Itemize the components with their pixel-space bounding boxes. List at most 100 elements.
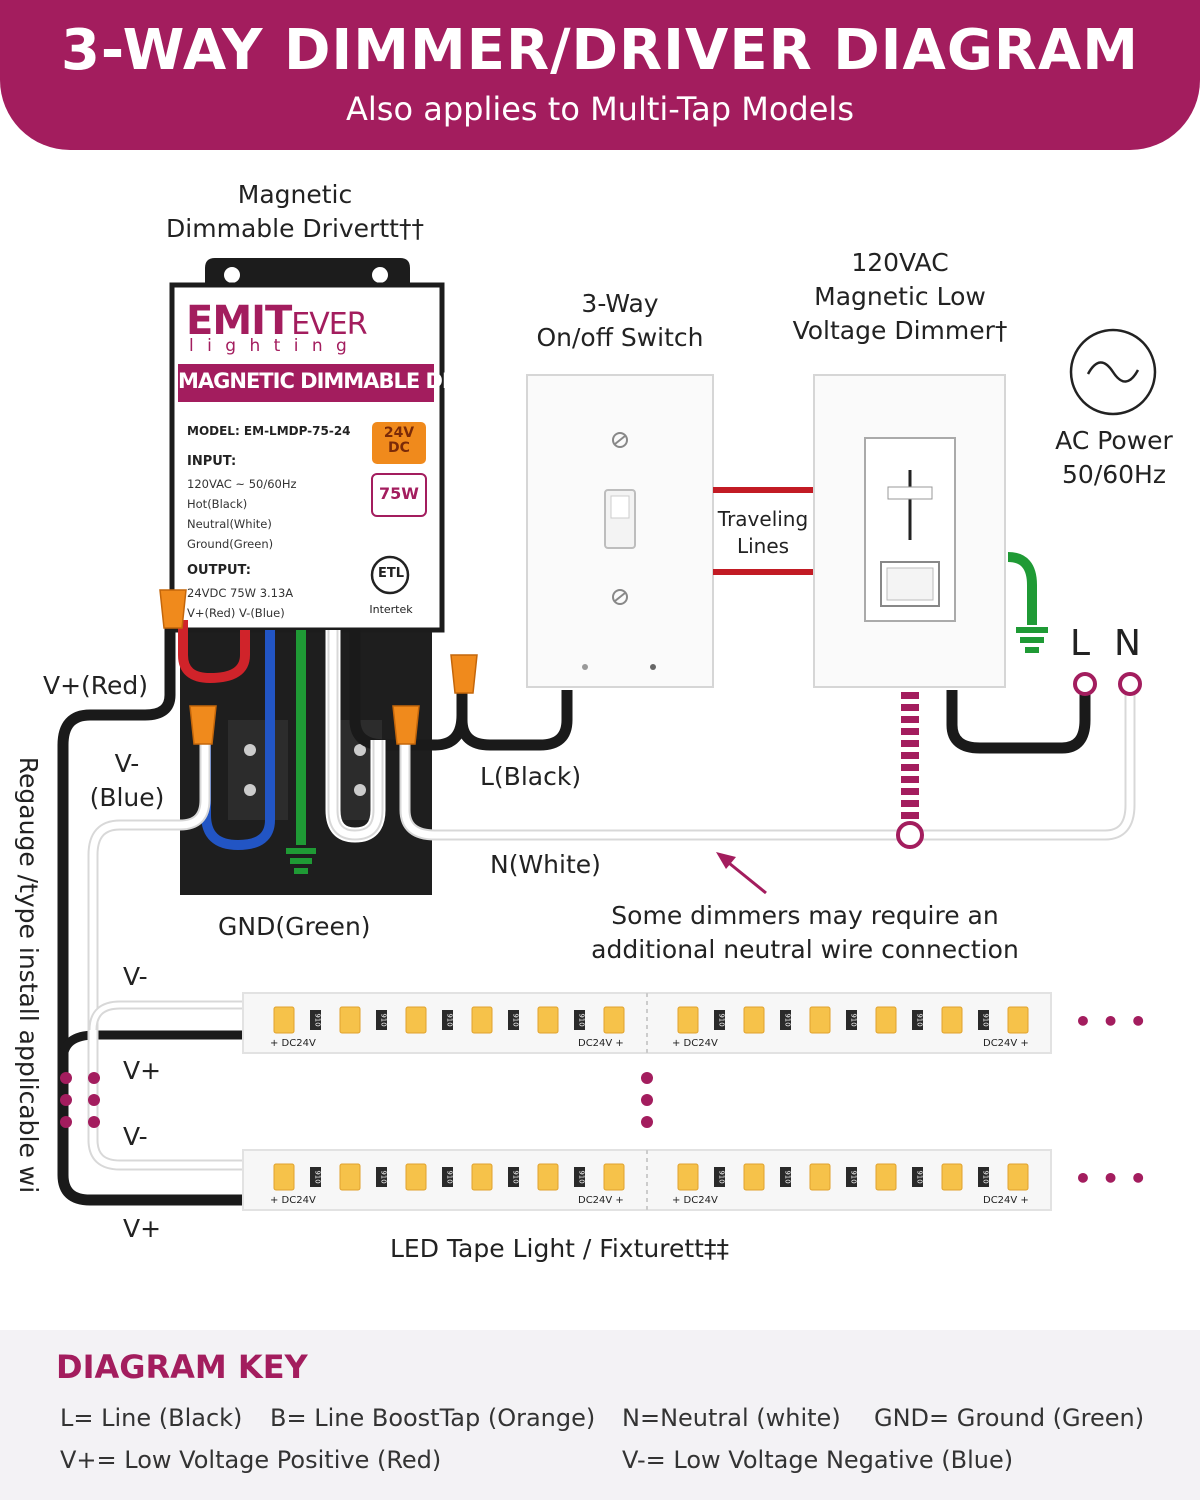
wire-dimmer-line [946, 690, 1091, 754]
resistor-label: 910 [718, 1013, 726, 1026]
resistor-chip [310, 1010, 321, 1030]
resistor-label: 910 [380, 1170, 388, 1183]
strip2-dc-left-b: + DC24V [672, 1195, 718, 1206]
driver-banner-bg [178, 364, 434, 402]
note-arrow [723, 857, 767, 895]
led-chip [537, 1163, 559, 1191]
resistor-chip [978, 1010, 989, 1030]
traveling-lines-label: Traveling Lines [717, 507, 809, 558]
connector-vminus [189, 705, 217, 745]
neutral-white-label: N(White) [490, 850, 601, 879]
resistor-label: 910 [446, 1170, 454, 1183]
key-item-vminus: V-= Low Voltage Negative (Blue) [622, 1446, 1014, 1474]
driver-input-lines: 120VAC ~ 50/60Hz Hot(Black) Neutral(Whit… [187, 477, 297, 551]
regauge-note: Regauge /type install applicable wi [14, 756, 43, 1194]
wattage-badge-bg [371, 473, 427, 517]
strip2-vplus-label: V+ [123, 1214, 162, 1243]
driver-voltage-badge: 24V DC [383, 425, 415, 457]
resistor-label: 910 [314, 1013, 322, 1026]
neutral-junction [896, 821, 924, 849]
voltage-badge-bg [372, 422, 426, 464]
resistor-chip [780, 1010, 791, 1030]
resistor-label: 910 [850, 1013, 858, 1026]
mount-hole-left [224, 267, 240, 283]
led-chip [809, 1163, 831, 1191]
dimmer-unit [813, 374, 1006, 688]
resistor-chip [912, 1010, 923, 1030]
led-chip [537, 1006, 559, 1034]
led-chip [941, 1163, 963, 1191]
strip1-dc-right-b: DC24V + [983, 1038, 1029, 1049]
neutral-note: Some dimmers may require an additional n… [591, 901, 1019, 964]
strip1-vminus-label: V- [123, 962, 148, 991]
ac-power-label: AC Power 50/60Hz [1055, 426, 1173, 489]
strip1-dc-right-a: DC24V + [578, 1038, 624, 1049]
driver-cert: Intertek [369, 603, 413, 616]
terminal-L-label: L [1070, 623, 1091, 664]
mount-hole-right [372, 267, 388, 283]
key-item-vplus: V+= Low Voltage Positive (Red) [60, 1446, 442, 1474]
etl-text: ETL [377, 566, 405, 581]
resistor-chip [508, 1010, 519, 1030]
led-chip [339, 1163, 361, 1191]
driver-output-title: OUTPUT: [187, 563, 251, 578]
resistor-label: 910 [982, 1170, 990, 1183]
ground-symbol-dimmer [1016, 627, 1048, 653]
resistor-chip [714, 1010, 725, 1030]
resistor-chip [714, 1167, 725, 1187]
resistor-chip [376, 1010, 387, 1030]
strip2-dc-right-a: DC24V + [578, 1195, 624, 1206]
three-way-switch [526, 374, 714, 688]
led-chip [677, 1163, 699, 1191]
resistor-chip [508, 1167, 519, 1187]
ground-symbol-driver [286, 848, 316, 874]
continuity-dots-left [60, 1072, 100, 1128]
resistor-label: 910 [512, 1013, 520, 1026]
etl-mark [370, 555, 410, 595]
resistor-label: 910 [578, 1013, 586, 1026]
wire-vminus-strip1 [88, 1000, 245, 1031]
driver-model: MODEL: EM-LMDP-75-24 [187, 424, 351, 438]
diagram-key: DIAGRAM KEY L= Line (Black) B= Line Boos… [0, 1330, 1200, 1500]
strip2-continuation: • • • [1074, 1162, 1148, 1195]
dimmer-ground-wire [1007, 552, 1037, 625]
strip2-vminus-label: V- [123, 1122, 148, 1151]
strip2-dc-left-a: + DC24V [270, 1195, 316, 1206]
resistor-chip [442, 1010, 453, 1030]
led-chip [471, 1163, 493, 1191]
led-chip [809, 1006, 831, 1034]
led-chip [941, 1006, 963, 1034]
resistor-chip [574, 1167, 585, 1187]
resistor-label: 910 [314, 1170, 322, 1183]
driver-brand-sub: l i g h t i n g [189, 336, 351, 356]
key-item-boosttap: B= Line BoostTap (Orange) [270, 1404, 596, 1432]
led-chip [743, 1006, 765, 1034]
page-subtitle: Also applies to Multi-Tap Models [346, 90, 854, 128]
wire-connectors [159, 589, 478, 745]
strip2-dc-right-b: DC24V + [983, 1195, 1029, 1206]
terminal-L [1073, 672, 1097, 696]
strip-parallel-dots [641, 1072, 653, 1128]
wire-black-line [456, 680, 573, 751]
resistor-label: 910 [850, 1170, 858, 1183]
dimmer-title-label: 120VAC Magnetic Low Voltage Dimmer† [792, 248, 1008, 345]
driver-mount-tab [205, 258, 410, 290]
line-black-label: L(Black) [480, 762, 582, 791]
led-chip [677, 1006, 699, 1034]
led-chip [743, 1163, 765, 1191]
resistor-label: 910 [380, 1013, 388, 1026]
resistor-label: 910 [512, 1170, 520, 1183]
driver-unit [169, 258, 445, 895]
dimmer-slider [887, 486, 933, 500]
led-chip [471, 1006, 493, 1034]
led-chip [405, 1163, 427, 1191]
terminal-block-left [228, 720, 288, 820]
resistor-chip [376, 1167, 387, 1187]
vplus-red-label: V+(Red) [43, 671, 149, 700]
wire-red-loop [178, 620, 250, 684]
connector-neutral [392, 705, 420, 745]
header-banner: 3-WAY DIMMER/DRIVER DIAGRAM Also applies… [0, 0, 1200, 150]
led-chip [1007, 1163, 1029, 1191]
